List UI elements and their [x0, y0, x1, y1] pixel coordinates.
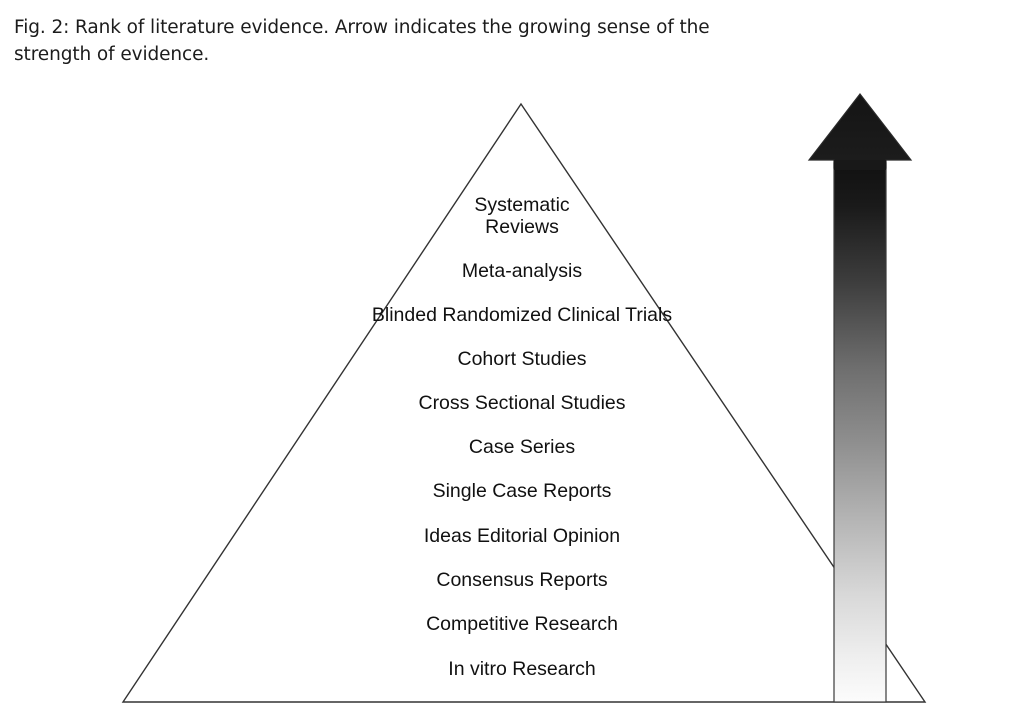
growth-arrow — [807, 93, 913, 703]
figure-caption: Fig. 2: Rank of literature evidence. Arr… — [14, 17, 716, 65]
pyramid-triangle — [121, 102, 927, 703]
evidence-pyramid-diagram — [0, 76, 1024, 716]
arrow-head-shaft-joint — [834, 160, 886, 170]
arrow-head — [807, 93, 913, 169]
pyramid-shape — [121, 102, 927, 703]
arrow-shaft — [833, 162, 887, 703]
